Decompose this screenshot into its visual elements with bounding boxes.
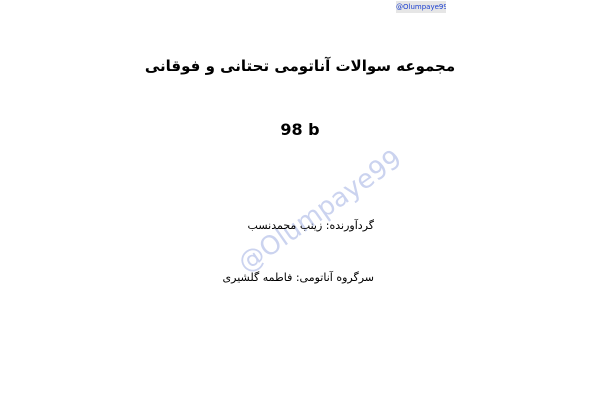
document-title: مجموعه سوالات آناتومی تحتانی و فوقانی [144,57,456,75]
compiler-line: گردآورنده: زینب محمدنسب [247,219,374,232]
channel-handle-stamp: @Olumpaye99 [396,1,446,13]
document-code: 98 b [280,120,320,139]
supervisor-line: سرگروه آناتومی: فاطمه گلشیری [222,271,374,284]
